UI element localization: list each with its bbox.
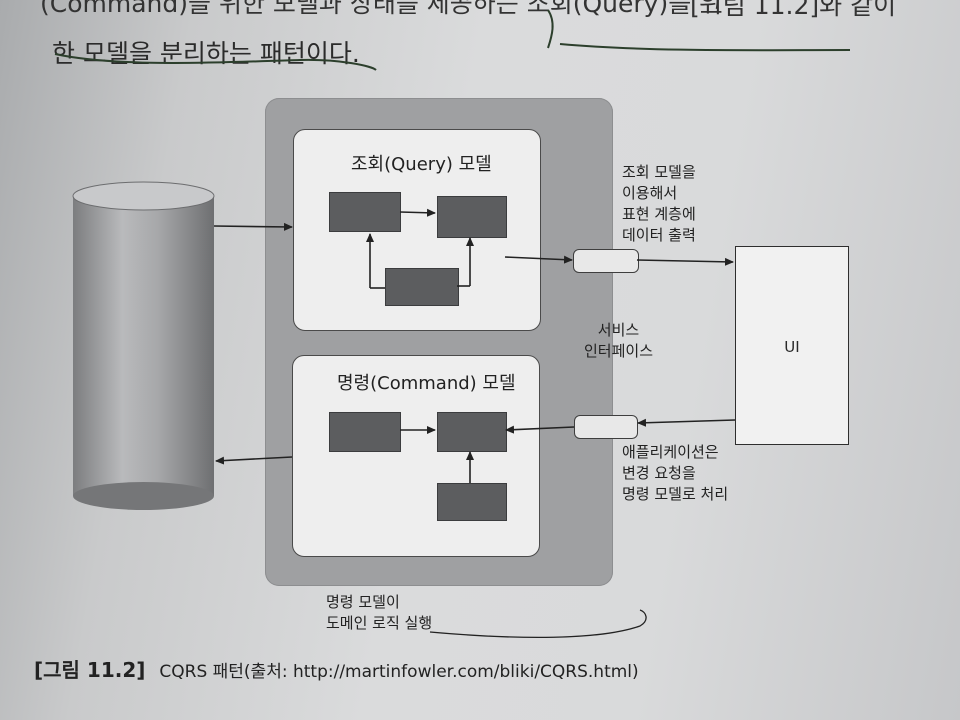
- ui-label: UI: [784, 338, 800, 356]
- figure-caption-tag: [그림 11.2]: [34, 658, 146, 682]
- figure-caption: [그림 11.2] CQRS 패턴(출처: http://martinfowler…: [34, 654, 639, 683]
- command-model-box-2: [437, 412, 507, 452]
- service-interface-label: 서비스 인터페이스: [584, 321, 654, 360]
- query-output-note: 조회 모델을 이용해서 표현 계층에 데이터 출력: [622, 163, 696, 244]
- query-interface-port: [573, 249, 639, 273]
- query-model-box-2: [437, 196, 507, 238]
- ui-box: UI: [735, 246, 849, 445]
- command-model-title: 명령(Command) 모델: [337, 373, 516, 394]
- command-model-panel: [292, 355, 540, 557]
- figure-caption-text: CQRS 패턴(출처: http://martinfowler.com/blik…: [159, 662, 639, 682]
- query-model-title: 조회(Query) 모델: [351, 154, 492, 175]
- paragraph-line-1: (Command)을 위한 모델과 상태를 제공하는 조회(Query)를 위: [40, 0, 723, 18]
- command-interface-port: [574, 415, 638, 439]
- command-model-box-1: [329, 412, 401, 452]
- paragraph-line-1-right: [그림 11.2]와 같이: [690, 0, 897, 20]
- command-handling-note: 애플리케이션은 변경 요청을 명령 모델로 처리: [622, 443, 729, 503]
- query-model-box-1: [329, 192, 401, 232]
- domain-logic-note: 명령 모델이 도메인 로직 실행: [326, 593, 433, 632]
- command-model-box-3: [437, 483, 507, 521]
- query-model-box-3: [385, 268, 459, 306]
